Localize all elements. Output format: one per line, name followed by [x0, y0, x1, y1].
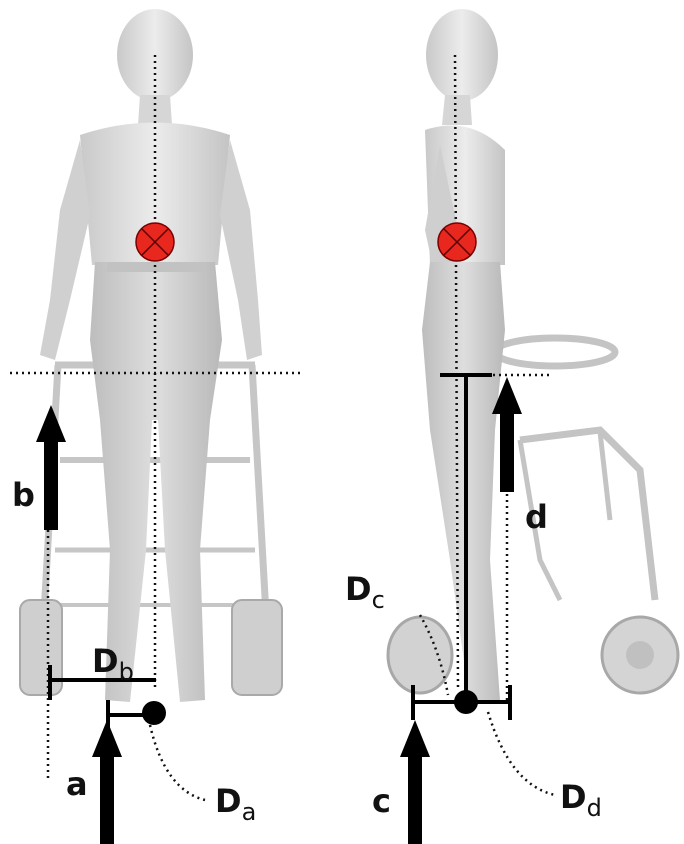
force-a-label: a: [66, 765, 88, 803]
force-d-label: d: [525, 498, 548, 536]
side-person-figure: [422, 9, 505, 705]
force-b-label: b: [12, 476, 35, 514]
front-pivot-point-icon: [142, 701, 166, 725]
side-walker-wheels: [388, 617, 678, 693]
force-b-arrow-icon: [36, 405, 66, 530]
force-c-arrow-icon: [400, 720, 430, 844]
dist-a-label: Da: [215, 782, 256, 826]
dist-c-label: Dc: [345, 570, 385, 614]
side-walker-frame: [495, 338, 655, 600]
force-a-arrow-icon: [92, 720, 122, 844]
front-view: b Db Da a: [10, 9, 300, 844]
front-center-of-mass-icon: [136, 223, 174, 261]
side-view: d Dc Dd c: [345, 9, 678, 844]
force-c-label: c: [372, 782, 391, 820]
front-dist-a-leader: [150, 725, 205, 800]
front-person-figure: [40, 9, 262, 702]
front-distance-a-bar: [108, 700, 148, 735]
side-pivot-point-icon: [454, 690, 478, 714]
dist-d-label: Dd: [560, 778, 602, 822]
side-dist-d-leader: [488, 712, 555, 795]
side-center-of-mass-icon: [438, 223, 476, 261]
